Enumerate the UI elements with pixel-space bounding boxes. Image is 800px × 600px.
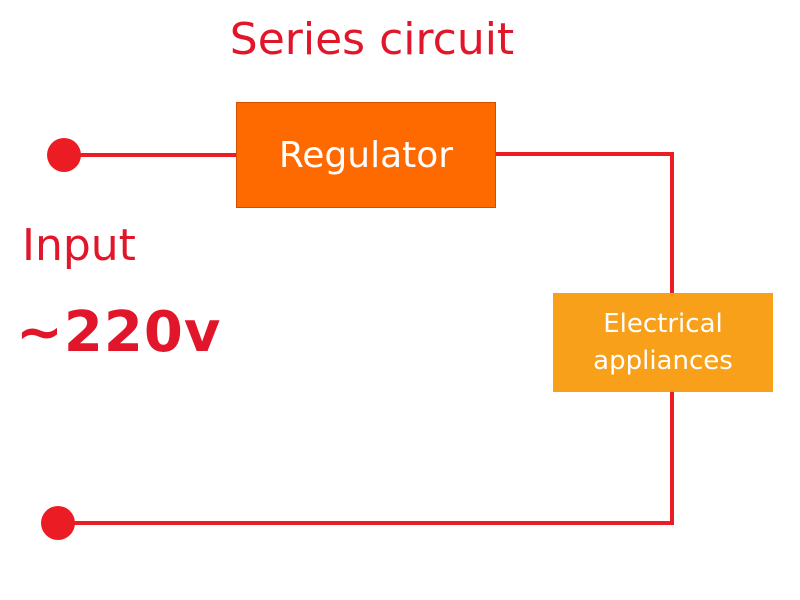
regulator-box: Regulator <box>236 102 496 208</box>
diagram-title: Series circuit <box>229 14 515 65</box>
input-label: Input <box>22 220 136 271</box>
terminal-bottom <box>41 506 75 540</box>
terminal-top <box>47 138 81 172</box>
appliance-box: Electrical appliances <box>553 293 773 392</box>
regulator-label: Regulator <box>278 134 454 176</box>
appliance-label-line2: appliances <box>593 345 733 376</box>
appliance-label-line1: Electrical <box>603 309 723 340</box>
voltage-label: ~220v <box>16 300 222 365</box>
